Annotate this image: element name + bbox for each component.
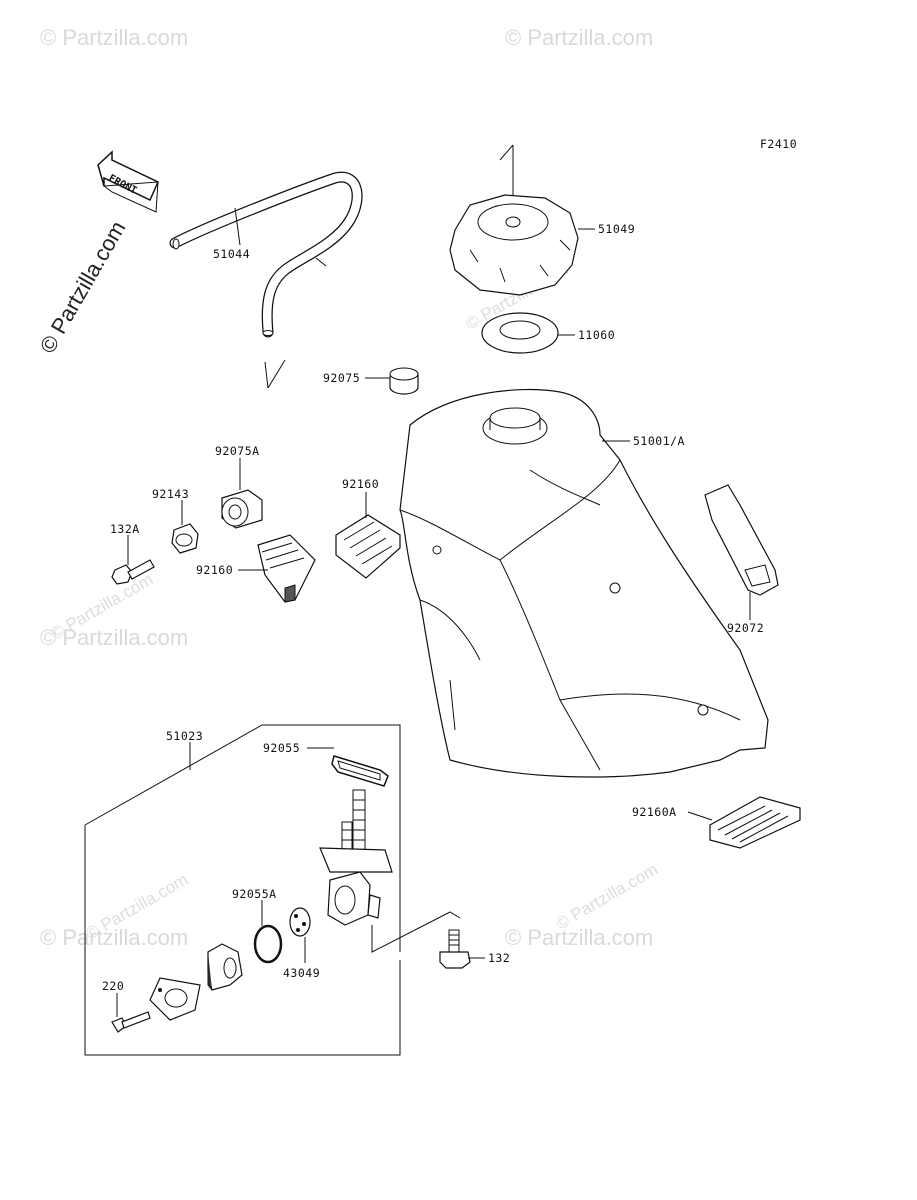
bolt-132-part	[371, 911, 471, 969]
part-number-92055: 92055	[263, 741, 300, 755]
part-number-132A: 132A	[110, 522, 140, 536]
cock-packing-part	[289, 907, 311, 937]
fuel-hose-part	[169, 171, 363, 389]
part-number-92160-left: 92160	[196, 563, 233, 577]
watermark: © Partzilla.com	[40, 25, 188, 50]
damper-92075A-part	[221, 489, 263, 529]
part-number-92055A: 92055A	[232, 887, 277, 901]
damper-92160-left-part	[257, 534, 316, 603]
part-number-132: 132	[488, 951, 510, 965]
fuel-cock-assembly-frame	[84, 724, 401, 1056]
cock-plate-part	[149, 977, 201, 1021]
bolt-132A-part	[111, 559, 155, 585]
collar-part	[171, 523, 199, 554]
damper-92160-top-part	[335, 514, 401, 579]
screw-220-part	[111, 1011, 151, 1033]
part-number-51023: 51023	[166, 729, 203, 743]
part-number-92075A: 92075A	[215, 444, 260, 458]
figure-code: F2410	[760, 137, 797, 151]
part-number-220: 220	[102, 979, 124, 993]
part-number-92143: 92143	[152, 487, 189, 501]
cap-gasket-part	[481, 312, 559, 354]
part-number-92075: 92075	[323, 371, 360, 385]
part-number-51049: 51049	[598, 222, 635, 236]
watermark: © Partzilla.com	[40, 625, 188, 650]
damper-92160A-part	[709, 796, 801, 849]
watermark: © Partzilla.com	[40, 925, 188, 950]
part-number-92160-top: 92160	[342, 477, 379, 491]
watermark: © Partzilla.com	[505, 925, 653, 950]
part-number-92072: 92072	[727, 621, 764, 635]
fuel-tank-part	[399, 388, 769, 778]
part-number-51044: 51044	[213, 247, 250, 261]
tank-cap-part	[449, 144, 579, 296]
watermark: © Partzilla.com	[553, 860, 662, 934]
part-number-92160A: 92160A	[632, 805, 677, 819]
watermark: © Partzilla.com	[505, 25, 653, 50]
part-number-51001-A: 51001/A	[633, 434, 685, 448]
part-number-11060: 11060	[578, 328, 615, 342]
fuel-cock-part	[319, 789, 393, 926]
cock-gasket-part	[331, 755, 389, 787]
cap-plug-part	[389, 367, 419, 395]
watermark-dark: © Partzilla.com	[35, 217, 131, 358]
tank-band-part	[704, 484, 779, 596]
o-ring-part	[253, 924, 283, 964]
front-arrow-icon: FRONT	[97, 150, 159, 213]
cock-lever-part	[207, 943, 243, 991]
part-number-43049: 43049	[283, 966, 320, 980]
